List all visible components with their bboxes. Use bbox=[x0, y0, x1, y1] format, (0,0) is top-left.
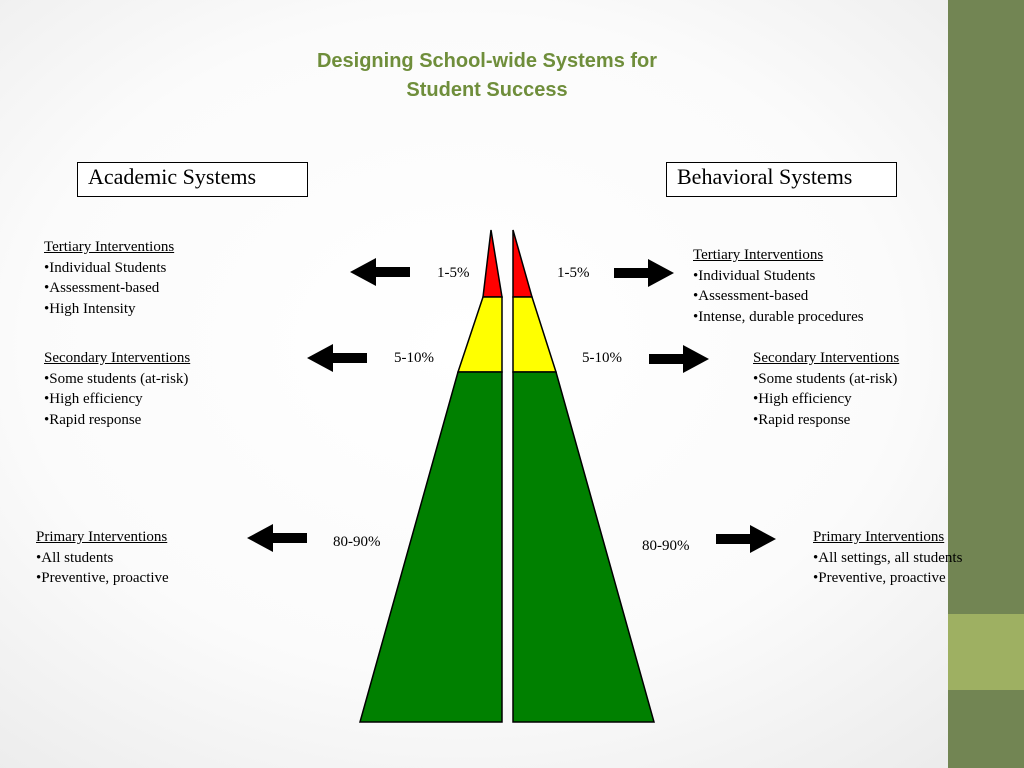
academic-tertiary-heading: Tertiary Interventions bbox=[44, 239, 175, 255]
behavioral-primary-item: •All settings, all students bbox=[813, 549, 963, 566]
slide-title-line-1: Designing School-wide Systems for bbox=[316, 50, 658, 72]
behavioral-tertiary-heading: Tertiary Interventions bbox=[693, 247, 824, 263]
academic-tier-secondary bbox=[456, 296, 503, 373]
academic-tertiary-percent: 1-5% bbox=[437, 265, 470, 281]
arrow-left-icon bbox=[307, 344, 367, 372]
behavioral-tier-primary bbox=[512, 371, 655, 723]
arrow-right-icon bbox=[716, 525, 776, 553]
side-decor-accent bbox=[948, 614, 1024, 690]
academic-secondary-block: Secondary Interventions •Some students (… bbox=[44, 348, 190, 430]
academic-secondary-item: •Some students (at-risk) bbox=[44, 370, 189, 387]
academic-primary-block: Primary Interventions •All students •Pre… bbox=[36, 527, 169, 589]
behavioral-tertiary-item: •Individual Students bbox=[693, 267, 816, 284]
arrow-right-icon bbox=[649, 345, 709, 373]
academic-secondary-percent: 5-10% bbox=[394, 350, 434, 366]
academic-primary-heading: Primary Interventions bbox=[36, 529, 168, 545]
behavioral-primary-percent: 80-90% bbox=[642, 538, 690, 554]
academic-tertiary-item: •High Intensity bbox=[44, 300, 136, 317]
academic-secondary-heading: Secondary Interventions bbox=[44, 350, 191, 366]
behavioral-systems-header: Behavioral Systems bbox=[666, 162, 897, 197]
academic-primary-percent: 80-90% bbox=[333, 534, 381, 550]
behavioral-primary-item: •Preventive, proactive bbox=[813, 570, 946, 586]
behavioral-tier-secondary bbox=[512, 296, 558, 373]
slide-title: Designing School-wide Systems for Studen… bbox=[240, 47, 734, 105]
behavioral-tertiary-percent: 1-5% bbox=[557, 265, 590, 281]
academic-secondary-item: •High efficiency bbox=[44, 391, 143, 407]
academic-tertiary-item: •Assessment-based bbox=[44, 280, 160, 296]
arrow-left-icon bbox=[350, 258, 410, 286]
behavioral-primary-block: Primary Interventions •All settings, all… bbox=[813, 527, 962, 589]
academic-systems-header: Academic Systems bbox=[77, 162, 308, 197]
behavioral-tertiary-item: •Assessment-based bbox=[693, 288, 809, 304]
academic-tier-primary bbox=[359, 371, 503, 723]
behavioral-tertiary-item: •Intense, durable procedures bbox=[693, 308, 864, 325]
academic-tertiary-block: Tertiary Interventions •Individual Stude… bbox=[44, 237, 174, 319]
behavioral-secondary-item: •Some students (at-risk) bbox=[753, 370, 898, 387]
slide-title-line-2: Student Success bbox=[406, 79, 568, 101]
academic-primary-item: •All students bbox=[36, 549, 114, 566]
behavioral-secondary-percent: 5-10% bbox=[582, 350, 622, 366]
academic-tertiary-item: •Individual Students bbox=[44, 259, 167, 276]
academic-secondary-item: •Rapid response bbox=[44, 411, 142, 428]
behavioral-tier-tertiary bbox=[512, 229, 533, 298]
arrow-left-icon bbox=[247, 524, 307, 552]
tier-triangle-diagram bbox=[359, 229, 655, 723]
behavioral-secondary-item: •Rapid response bbox=[753, 411, 851, 428]
arrow-right-icon bbox=[614, 259, 674, 287]
behavioral-secondary-block: Secondary Interventions •Some students (… bbox=[753, 348, 899, 430]
behavioral-secondary-item: •High efficiency bbox=[753, 391, 852, 407]
academic-tier-tertiary bbox=[482, 229, 503, 298]
behavioral-secondary-heading: Secondary Interventions bbox=[753, 350, 900, 366]
academic-primary-item: •Preventive, proactive bbox=[36, 570, 169, 586]
behavioral-primary-heading: Primary Interventions bbox=[813, 529, 945, 545]
behavioral-tertiary-block: Tertiary Interventions •Individual Stude… bbox=[693, 245, 864, 327]
